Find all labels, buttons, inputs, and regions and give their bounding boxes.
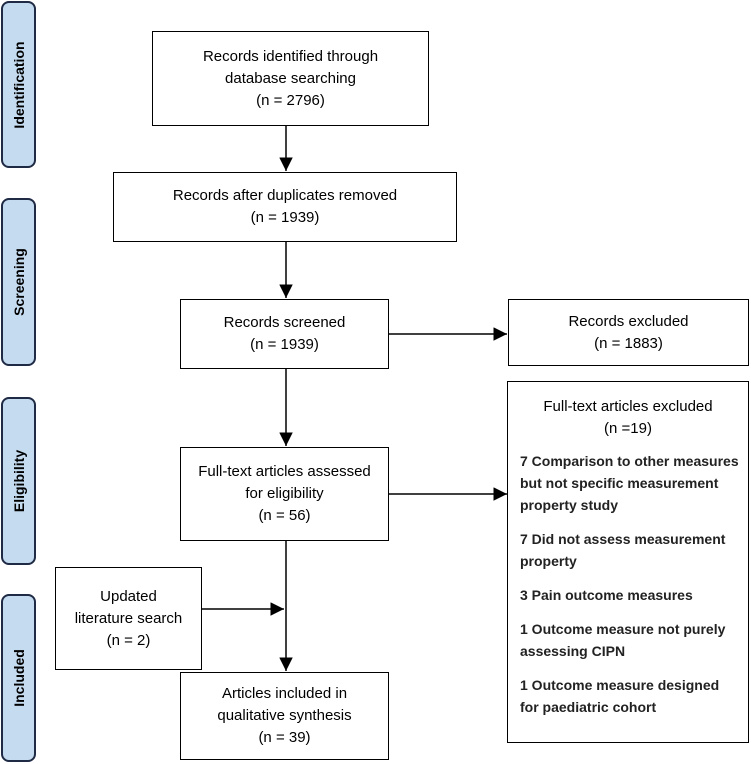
exclusion-reason: 3 Pain outcome measures [520, 587, 693, 603]
full-text-assessed-line1: Full-text articles assessed [198, 463, 371, 480]
articles-included-line1: Articles included in [221, 685, 348, 702]
box-full-text-assessed: Full-text articles assessed for eligibil… [180, 447, 389, 541]
exclusion-reason: 7 Comparison to other measures but not s… [520, 453, 739, 513]
articles-included-count: (n = 39) [258, 729, 311, 746]
exclusion-reasons-list: 7 Comparison to other measures but not s… [520, 450, 740, 718]
full-text-excluded-count: (n =19) [604, 420, 652, 437]
records-screened-count: (n = 1939) [250, 336, 319, 353]
records-excluded-count: (n = 1883) [594, 334, 663, 352]
full-text-excluded-header: Full-text articles excluded (n =19) [508, 396, 748, 440]
box-records-identified: Records identified through database sear… [152, 31, 429, 126]
records-identified-line2: database searching [225, 69, 356, 87]
phase-included: Included [1, 594, 36, 762]
phase-eligibility: Eligibility [1, 397, 36, 565]
records-screened-label: Records screened [223, 314, 346, 331]
duplicates-removed-count: (n = 1939) [250, 209, 320, 226]
full-text-assessed-line2: for eligibility [245, 485, 324, 502]
records-identified-line1: Records identified through [202, 47, 379, 65]
exclusion-reason: 1 Outcome measure designed for paediatri… [520, 677, 720, 715]
duplicates-removed-label: Records after duplicates removed [172, 187, 398, 204]
phase-screening: Screening [1, 198, 36, 366]
updated-search-count: (n = 2) [106, 631, 151, 649]
box-duplicates-removed: Records after duplicates removed (n = 19… [113, 172, 457, 242]
full-text-assessed-count: (n = 56) [258, 507, 311, 524]
updated-search-line1: Updated [100, 587, 157, 605]
records-excluded-label: Records excluded [568, 312, 689, 330]
box-updated-search: Updated literature search (n = 2) [55, 567, 202, 670]
updated-search-line2: literature search [74, 609, 183, 627]
box-records-excluded: Records excluded (n = 1883) [508, 299, 749, 366]
box-records-screened: Records screened (n = 1939) [180, 299, 389, 369]
exclusion-reason: 1 Outcome measure not purely assessing C… [520, 621, 726, 659]
exclusion-reason: 7 Did not assess measurement property [520, 531, 726, 569]
box-full-text-excluded: Full-text articles excluded (n =19) 7 Co… [507, 381, 749, 743]
full-text-excluded-title: Full-text articles excluded [543, 398, 713, 415]
articles-included-line2: qualitative synthesis [217, 707, 352, 724]
phase-identification: Identification [1, 1, 36, 168]
records-identified-count: (n = 2796) [256, 91, 325, 109]
box-articles-included: Articles included in qualitative synthes… [180, 672, 389, 760]
